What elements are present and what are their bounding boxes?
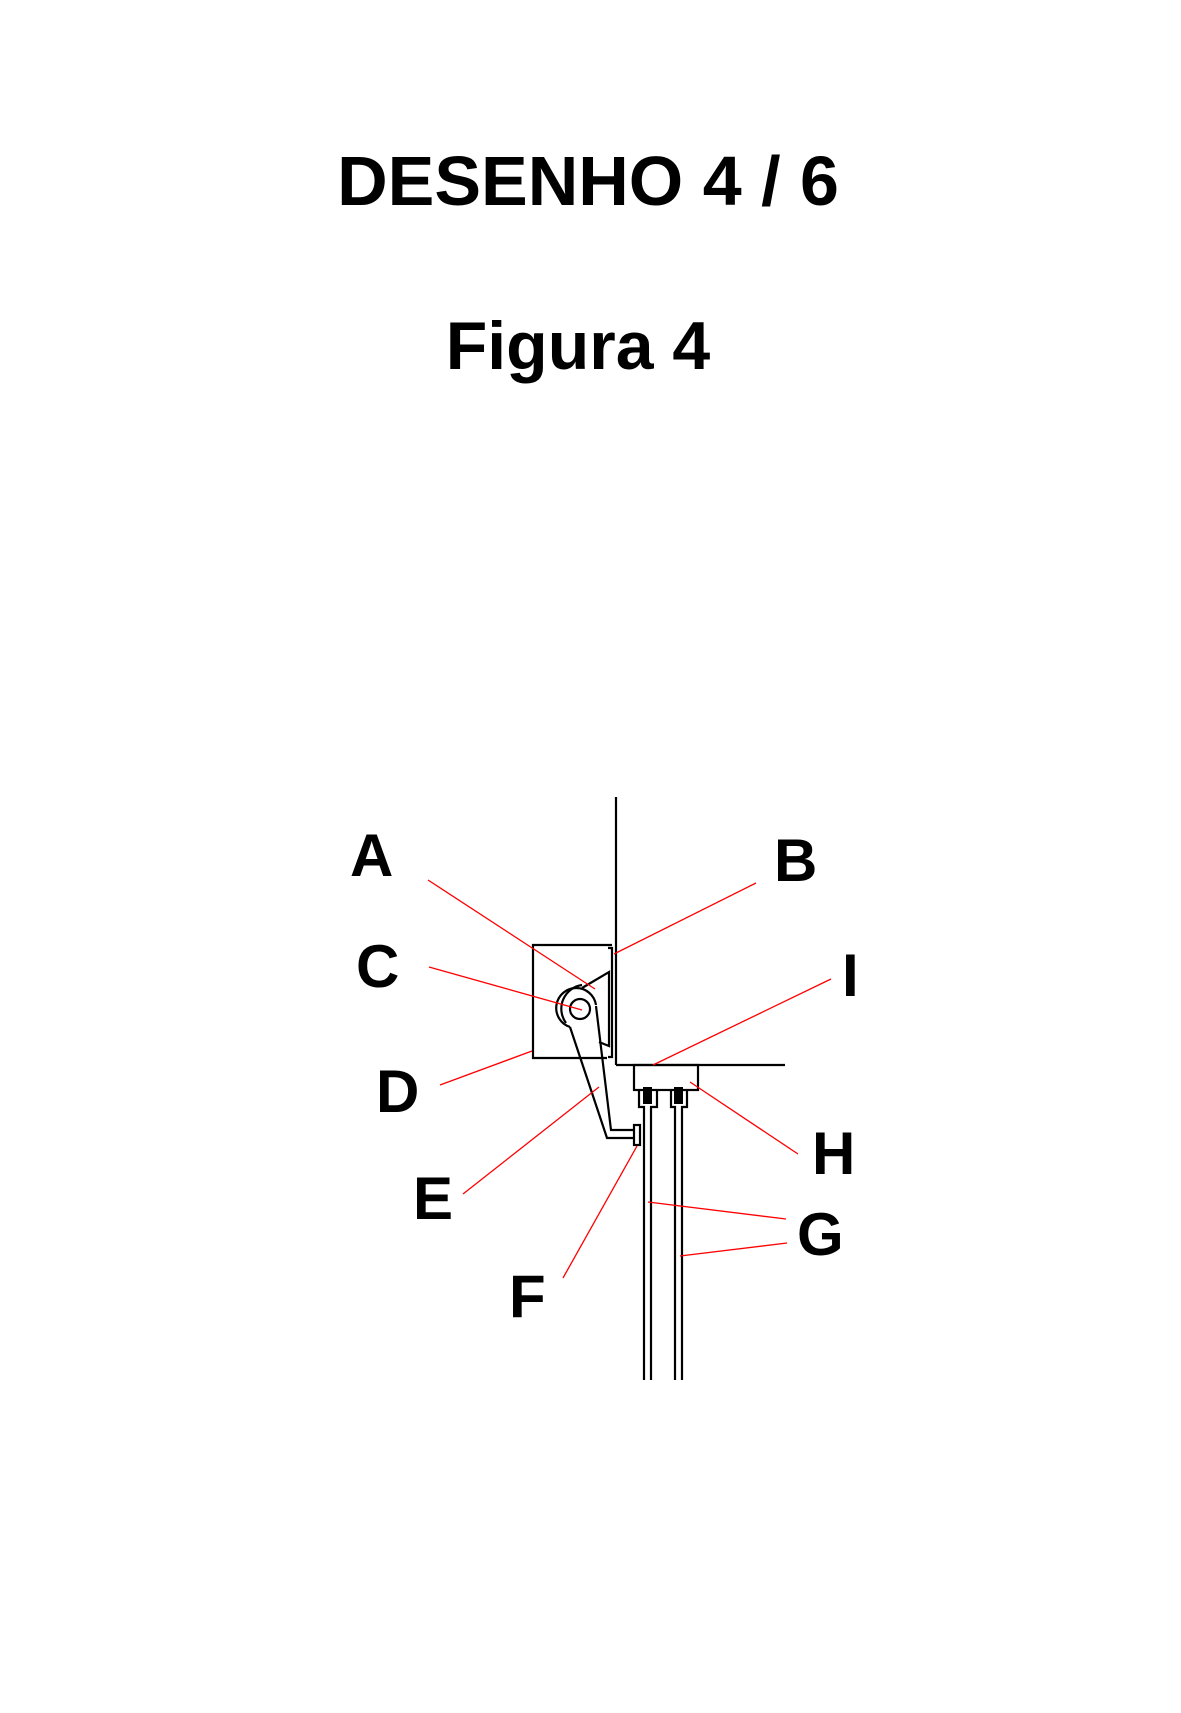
mechanism-drawing	[531, 797, 785, 1380]
leader-h	[689, 1081, 799, 1155]
leader-b	[613, 882, 757, 955]
drawing-title: DESENHO 4 / 6	[337, 142, 839, 220]
leader-a	[427, 879, 596, 990]
leader-i	[652, 978, 832, 1066]
support-block	[632, 1063, 700, 1092]
lever-tip	[632, 1123, 642, 1147]
rod-right-inner	[680, 1090, 689, 1380]
label-b: B	[774, 827, 817, 894]
rod-right-outer	[669, 1090, 677, 1380]
rod-left-nut	[643, 1087, 652, 1104]
leader-lines	[427, 879, 832, 1279]
leader-g1	[647, 1201, 787, 1220]
leader-g2	[679, 1242, 788, 1257]
label-i: I	[842, 942, 859, 1009]
label-a: A	[350, 822, 393, 889]
label-d: D	[376, 1058, 419, 1125]
label-e: E	[413, 1165, 453, 1232]
label-f: F	[509, 1263, 546, 1330]
pivot-ring	[555, 986, 598, 1029]
lever-arm-left	[568, 1026, 634, 1140]
plate	[581, 970, 611, 1048]
pivot-pin	[568, 997, 592, 1021]
label-c: C	[356, 933, 399, 1000]
lever-arm-right	[594, 1005, 634, 1132]
rod-left-inner	[649, 1090, 659, 1380]
rod-left-outer	[637, 1090, 646, 1380]
leader-e	[462, 1086, 600, 1195]
rod-right-nut	[674, 1087, 683, 1104]
label-g: G	[797, 1201, 844, 1268]
figure-title: Figura 4	[446, 308, 711, 384]
leader-d	[439, 1050, 533, 1086]
pivot-ring-outer	[560, 983, 583, 1024]
leader-c	[428, 966, 583, 1011]
housing-box	[531, 943, 612, 1060]
bracket	[608, 946, 614, 1059]
label-h: H	[812, 1120, 855, 1187]
leader-f	[562, 1145, 638, 1279]
part-labels: A B C D E F G H I	[350, 822, 859, 1330]
